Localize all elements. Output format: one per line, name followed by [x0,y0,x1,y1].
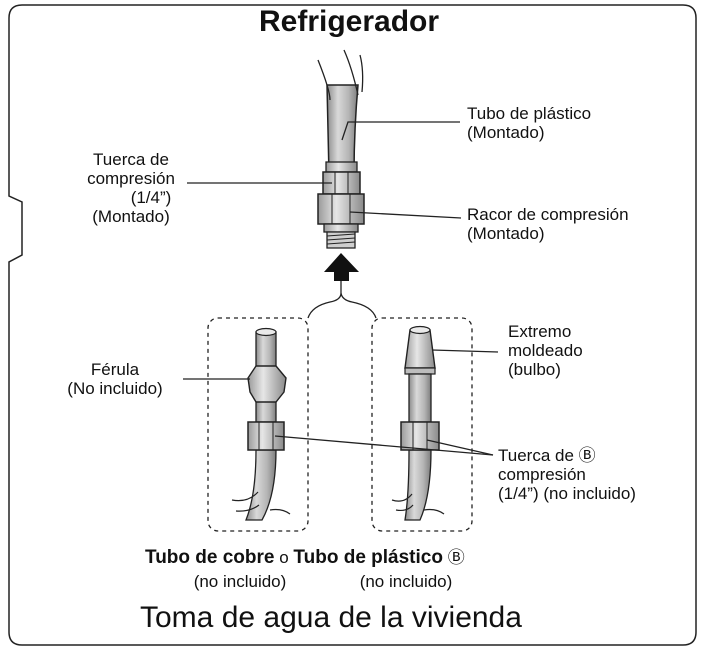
caption-or: o [279,548,289,567]
caption-tubes: Tubo de cobre o Tubo de plástico Ⓑ [145,546,465,570]
label-compression-nut-bottom: Tuerca de Ⓑ compresión (1/4”) (no inclui… [498,446,636,503]
compression-fitting [317,193,365,249]
title-refrigerator: Refrigerador [259,5,440,38]
caption-not-included-right: (no incluido) [359,572,453,591]
diagram-frame [8,4,697,646]
insert-arrow [324,253,359,281]
top-compression-nut [322,161,361,195]
copper-option-box [207,317,309,532]
caption-plastic-tube: Tubo de plástico [293,547,443,568]
ferrule [247,365,287,403]
leader-lines [183,121,499,456]
label-molded-end: Extremo moldeado (bulbo) [508,322,583,379]
label-ferrule: Férula (No incluido) [67,360,163,398]
plastic-tube [391,325,445,521]
title-home-water-supply: Toma de agua de la vivienda [140,601,522,634]
label-compression-fitting: Racor de compresión (Montado) [467,205,629,243]
top-plastic-tube [317,49,364,176]
caption-plastic-mark: Ⓑ [447,548,465,567]
plastic-compression-nut [400,421,440,451]
label-compression-nut-top: Tuerca de compresión (1/4”) (Montado) [87,150,175,226]
caption-not-included-left: (no incluido) [193,572,287,591]
caption-copper-tube: Tubo de cobre [145,547,275,568]
copper-compression-nut [247,421,285,451]
branch-lines [307,281,377,319]
label-plastic-tube-top: Tubo de plástico (Montado) [467,104,592,142]
plastic-option-box [371,317,473,532]
